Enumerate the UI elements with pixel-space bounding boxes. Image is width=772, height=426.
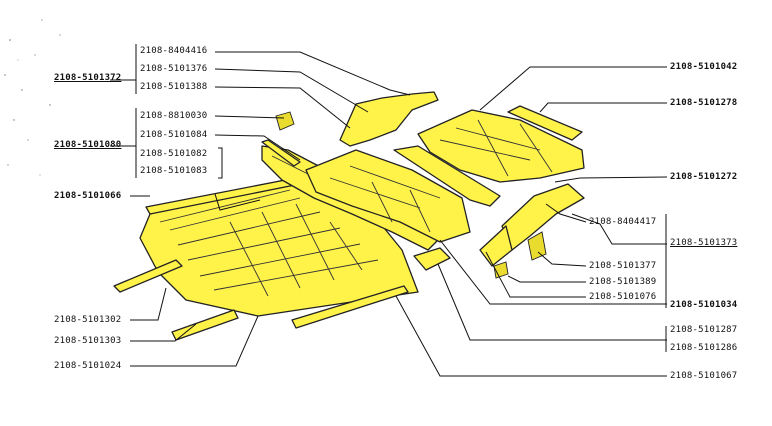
part-label-5101287: 2108-5101287	[670, 325, 738, 335]
sill-strip-5101303	[171, 309, 239, 341]
rear-floor-panel	[417, 109, 585, 183]
part-label-5101084: 2108-5101084	[140, 130, 208, 140]
part-label-5101067: 2108-5101067	[670, 371, 738, 381]
floor-pan-edge	[159, 189, 291, 223]
part-label-5101080: 2108-5101080	[54, 140, 122, 150]
part-label-5101372: 2108-5101372	[54, 73, 122, 83]
front-inner-strip	[261, 139, 301, 167]
part-label-5101389: 2108-5101389	[589, 277, 657, 287]
part-label-5101024: 2108-5101024	[54, 361, 122, 371]
part-label-5101278: 2108-5101278	[670, 98, 738, 108]
part-label-5101376: 2108-5101376	[140, 64, 208, 74]
part-label-8404417: 2108-8404417	[589, 217, 657, 227]
middle-floor-ribs	[329, 165, 441, 233]
part-label-8810030: 2108-8810030	[140, 111, 208, 121]
part-label-5101302: 2108-5101302	[54, 315, 122, 325]
sill-strip-5101302	[113, 259, 183, 293]
part-label-5101066: 2108-5101066	[54, 191, 122, 201]
rear-strip-5101067	[291, 285, 409, 329]
part-label-5101373: 2108-5101373	[670, 238, 738, 248]
label-brackets	[110, 44, 667, 352]
small-bracket	[275, 111, 295, 131]
part-label-5101034: 2108-5101034	[670, 300, 738, 310]
seat-cross-bar	[393, 145, 501, 207]
upper-bracket-assembly	[339, 91, 439, 147]
wheel-arch-extension	[479, 225, 513, 267]
middle-floor	[305, 149, 471, 243]
part-label-8404416: 2108-8404416	[140, 46, 208, 56]
part-label-5101377: 2108-5101377	[589, 261, 657, 271]
rear-floor-ribs	[439, 119, 553, 177]
part-label-5101303: 2108-5101303	[54, 336, 122, 346]
wheel-arch-bracket	[501, 183, 585, 251]
part-label-5101076: 2108-5101076	[589, 292, 657, 302]
part-label-5101083: 2108-5101083	[140, 166, 208, 176]
part-label-5101286: 2108-5101286	[670, 343, 738, 353]
part-label-5101272: 2108-5101272	[670, 172, 738, 182]
leader-lines	[130, 51, 668, 377]
part-label-5101388: 2108-5101388	[140, 82, 208, 92]
part-label-5101042: 2108-5101042	[670, 62, 738, 72]
small-plate-5101377	[527, 231, 547, 261]
rear-cross-member	[507, 105, 583, 141]
part-label-5101082: 2108-5101082	[140, 149, 208, 159]
floor-pan-ribs	[169, 197, 379, 297]
side-rail-5101287	[413, 247, 451, 271]
scan-speckle	[4, 19, 61, 176]
